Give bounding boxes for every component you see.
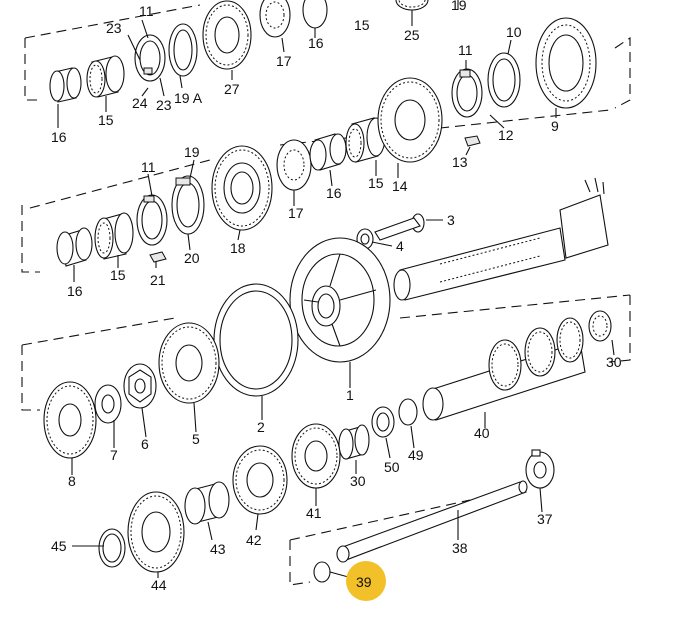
part-3-bolt (374, 213, 425, 241)
part-5-gear (158, 322, 220, 404)
part-19a-ring-row1 (168, 23, 198, 77)
part-23-synchro-ring-row1 (134, 34, 166, 82)
part-44-gear (127, 491, 185, 573)
label-p13: 13 (452, 154, 468, 170)
part-10-ring-row1 (487, 52, 521, 108)
part-1-housing (289, 237, 391, 363)
label-p10: 10 (506, 24, 522, 40)
label-p38: 38 (452, 540, 468, 556)
part-9-sleeve-row1 (535, 17, 597, 109)
label-p17b: 17 (288, 205, 304, 221)
part-42-gear (232, 445, 288, 515)
part-15-needle-bearing-row2b (345, 117, 386, 163)
label-p20: 20 (184, 250, 200, 266)
part-16-bushing-row1b (302, 0, 328, 29)
label-p50: 50 (384, 459, 400, 475)
part-2-gasket (213, 283, 299, 397)
label-p16b: 16 (308, 35, 324, 51)
part-6-nut (123, 363, 157, 409)
part-40-shaft-cluster (422, 317, 586, 421)
part-labels: 11 23 16 15 24 23 19 A 27 17 16 15 25 19… (51, 0, 622, 593)
label-p14: 14 (392, 178, 408, 194)
part-15-needle-bearing-row1 (86, 55, 125, 98)
label-p12: 12 (498, 127, 514, 143)
label-p15a: 15 (98, 112, 114, 128)
part-11-ring-row2 (136, 194, 168, 246)
part-16-bushing-row2b (309, 133, 347, 171)
label-p15c: 15 (368, 175, 384, 191)
label-p24: 24 (132, 95, 148, 111)
part-49-circlip (398, 398, 418, 426)
label-p18: 18 (230, 240, 246, 256)
label-p2: 2 (257, 419, 265, 435)
label-p9: 9 (551, 118, 559, 134)
label-p25: 25 (404, 27, 420, 43)
part-27-gear-row1 (202, 0, 252, 70)
part-7-washer (94, 384, 122, 424)
label-p37: 37 (537, 511, 553, 527)
label-p15b: 15 (354, 17, 370, 33)
label-p19a: 19 A (174, 90, 203, 106)
part-15-needle-bearing-row2 (94, 212, 134, 260)
label-p19top: 19 (451, 0, 467, 13)
part-30-needle-bearing-left (338, 424, 370, 460)
leader-lines (57, 0, 615, 579)
label-p7: 7 (110, 447, 118, 463)
part-8-gear (43, 381, 97, 459)
label-p41: 41 (306, 505, 322, 521)
label-p30a: 30 (350, 473, 366, 489)
part-17-hub-row2 (276, 139, 312, 191)
label-p39: 39 (356, 574, 372, 590)
part-41-gear (291, 423, 341, 489)
part-30-needle-bearing-right (588, 310, 612, 342)
part-16-bushing-row2 (56, 227, 93, 267)
label-p4: 4 (396, 238, 404, 254)
label-p11a: 11 (139, 3, 154, 19)
part-pinion-shaft (393, 177, 609, 301)
part-11-ring-row1 (451, 68, 483, 118)
part-39-oring (313, 561, 331, 583)
label-p8: 8 (68, 473, 76, 489)
part-45-circlip (98, 528, 126, 568)
part-21-key-row2 (149, 251, 167, 263)
label-p17a: 17 (276, 53, 292, 69)
label-p11b: 11 (458, 42, 473, 58)
label-p23a: 23 (106, 20, 122, 36)
label-p19: 19 (184, 144, 200, 160)
part-14-gear-row2 (377, 77, 443, 163)
part-16-bushing-row1 (49, 67, 82, 103)
label-p11c: 11 (141, 159, 156, 175)
label-p15d: 15 (110, 267, 126, 283)
label-p21: 21 (150, 272, 166, 288)
label-p44: 44 (151, 577, 167, 593)
part-50-washer (371, 406, 395, 438)
label-p16d: 16 (67, 283, 83, 299)
label-p42: 42 (246, 532, 262, 548)
part-13-key-row2 (464, 135, 481, 147)
label-p45: 45 (51, 538, 67, 554)
label-p30b: 30 (606, 354, 622, 370)
label-p16a: 16 (51, 129, 67, 145)
label-p40: 40 (474, 425, 490, 441)
part-20-ring-row2 (171, 175, 205, 235)
highlight-badge-39 (346, 561, 386, 601)
label-p49: 49 (408, 447, 424, 463)
part-17-hub-row1 (259, 0, 291, 38)
label-p3: 3 (447, 212, 455, 228)
part-38-shaft (336, 480, 528, 563)
label-p16c: 16 (326, 185, 342, 201)
part-18-gear-row2 (211, 145, 273, 231)
label-p1: 1 (346, 387, 354, 403)
part-37-tab-washer (525, 449, 555, 489)
label-p43: 43 (210, 541, 226, 557)
label-p5: 5 (192, 431, 200, 447)
label-p23b: 23 (156, 97, 172, 113)
part-25-gear-row1 (395, 0, 429, 11)
label-p6: 6 (141, 436, 149, 452)
label-p27: 27 (224, 81, 240, 97)
part-43-bushing (184, 481, 230, 525)
